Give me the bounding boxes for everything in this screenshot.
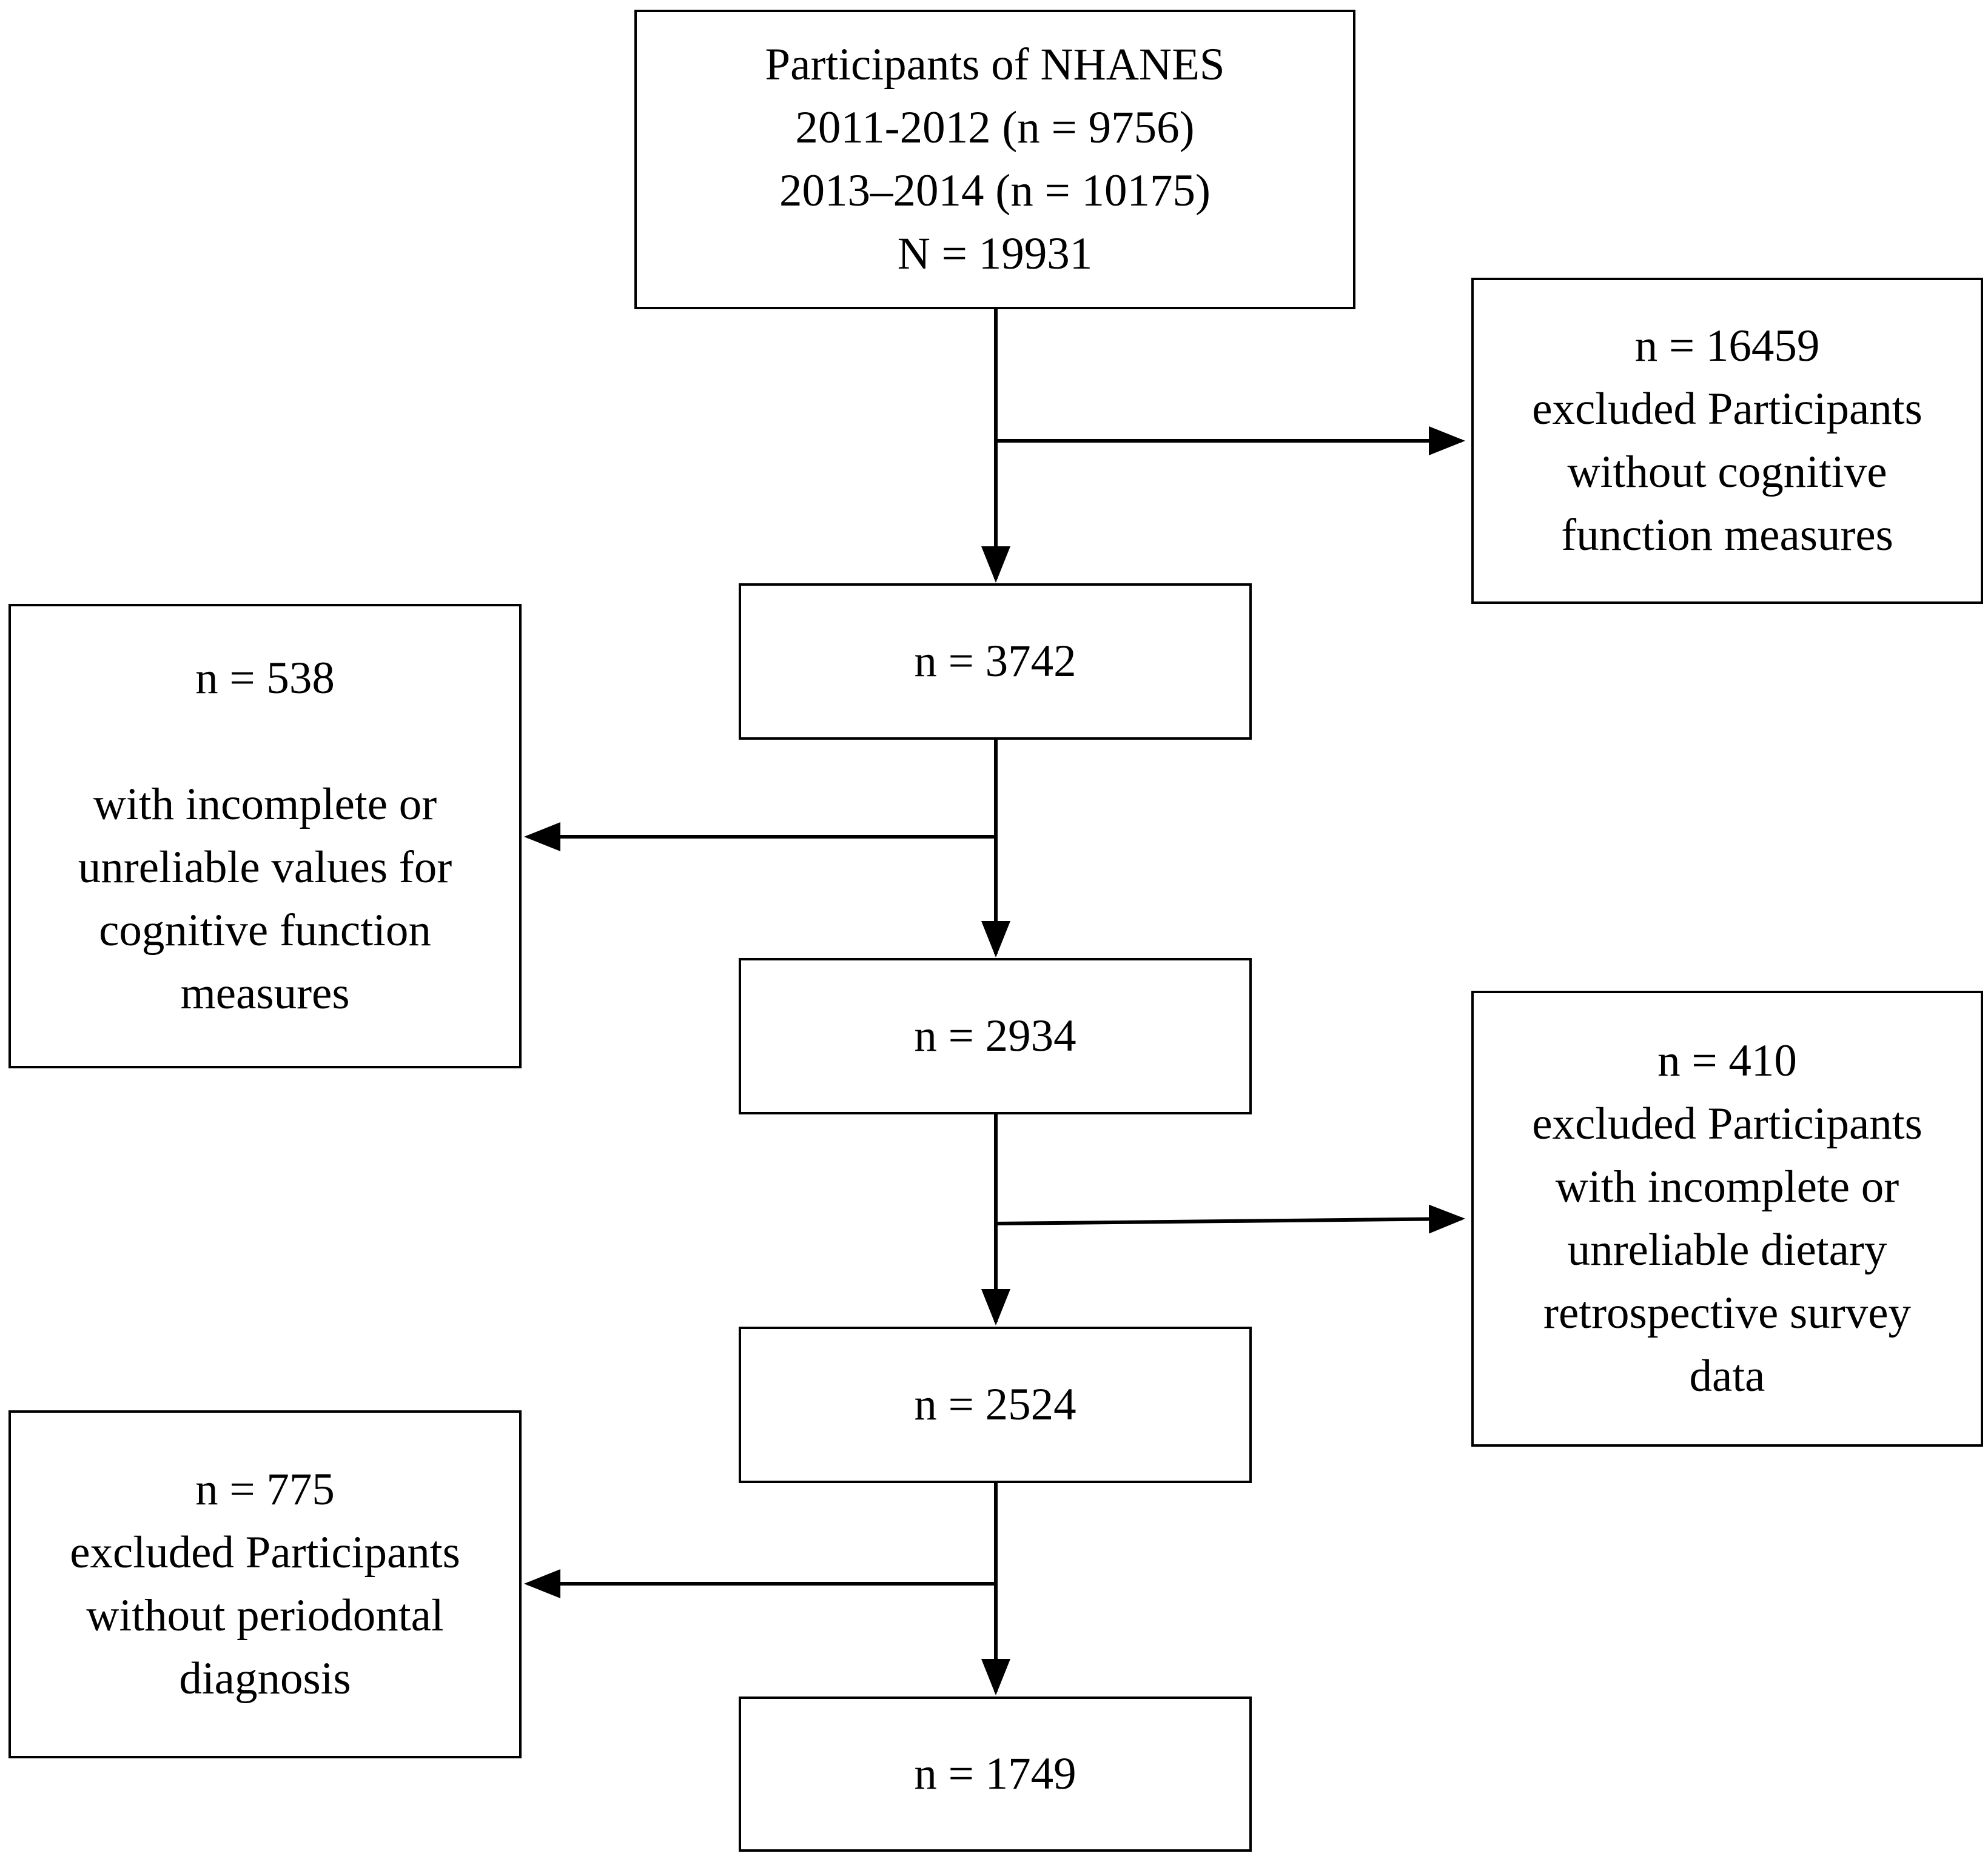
final-box: n = 1749	[739, 1697, 1252, 1852]
exclusion4-line-4: diagnosis	[179, 1653, 351, 1704]
arrow-to-exclusion3	[995, 1204, 1465, 1234]
start-line-4: N = 19931	[897, 229, 1093, 279]
exclusion3-line-5: retrospective survey	[1543, 1288, 1911, 1338]
exclusion2-line-1: with incomplete or	[93, 779, 437, 829]
exclusion2-line-4: measures	[180, 968, 350, 1019]
start-line-2: 2011-2012 (n = 9756)	[795, 102, 1195, 153]
final-count: n = 1749	[914, 1749, 1076, 1799]
start-line-1: Participants of NHANES	[765, 39, 1225, 90]
exclusion2-line-2: unreliable values for	[78, 842, 452, 893]
step3-count: n = 2524	[914, 1379, 1076, 1430]
exclusion1-line-4: function measures	[1561, 510, 1893, 560]
step3-box: n = 2524	[739, 1327, 1252, 1483]
exclusion2-box: n = 538 with incomplete or unreliable va…	[8, 604, 522, 1068]
exclusion4-line-3: without periodontal	[86, 1590, 444, 1641]
exclusion4-line-1: n = 775	[195, 1464, 335, 1515]
start-box: Participants of NHANES 2011-2012 (n = 97…	[634, 10, 1355, 309]
step1-box: n = 3742	[739, 583, 1252, 740]
exclusion1-box: n = 16459 excluded Participants without …	[1471, 278, 1983, 604]
step2-box: n = 2934	[739, 958, 1252, 1114]
exclusion3-box: n = 410 excluded Participants with incom…	[1471, 991, 1983, 1447]
exclusion4-box: n = 775 excluded Participants without pe…	[8, 1410, 522, 1758]
exclusion1-line-2: excluded Participants	[1532, 384, 1923, 434]
exclusion3-line-4: unreliable dietary	[1567, 1225, 1887, 1275]
exclusion3-line-2: excluded Participants	[1532, 1099, 1923, 1149]
exclusion1-line-1: n = 16459	[1634, 321, 1820, 371]
step1-count: n = 3742	[914, 636, 1076, 686]
exclusion1-line-3: without cognitive	[1567, 447, 1887, 497]
exclusion2-count: n = 538	[195, 653, 335, 703]
start-line-3: 2013–2014 (n = 10175)	[779, 166, 1211, 216]
exclusion4-line-2: excluded Participants	[70, 1527, 460, 1578]
step2-count: n = 2934	[914, 1011, 1076, 1061]
exclusion3-line-1: n = 410	[1657, 1036, 1797, 1086]
exclusion2-line-3: cognitive function	[99, 905, 431, 956]
exclusion3-line-3: with incomplete or	[1555, 1162, 1899, 1212]
exclusion3-line-6: data	[1689, 1351, 1765, 1401]
